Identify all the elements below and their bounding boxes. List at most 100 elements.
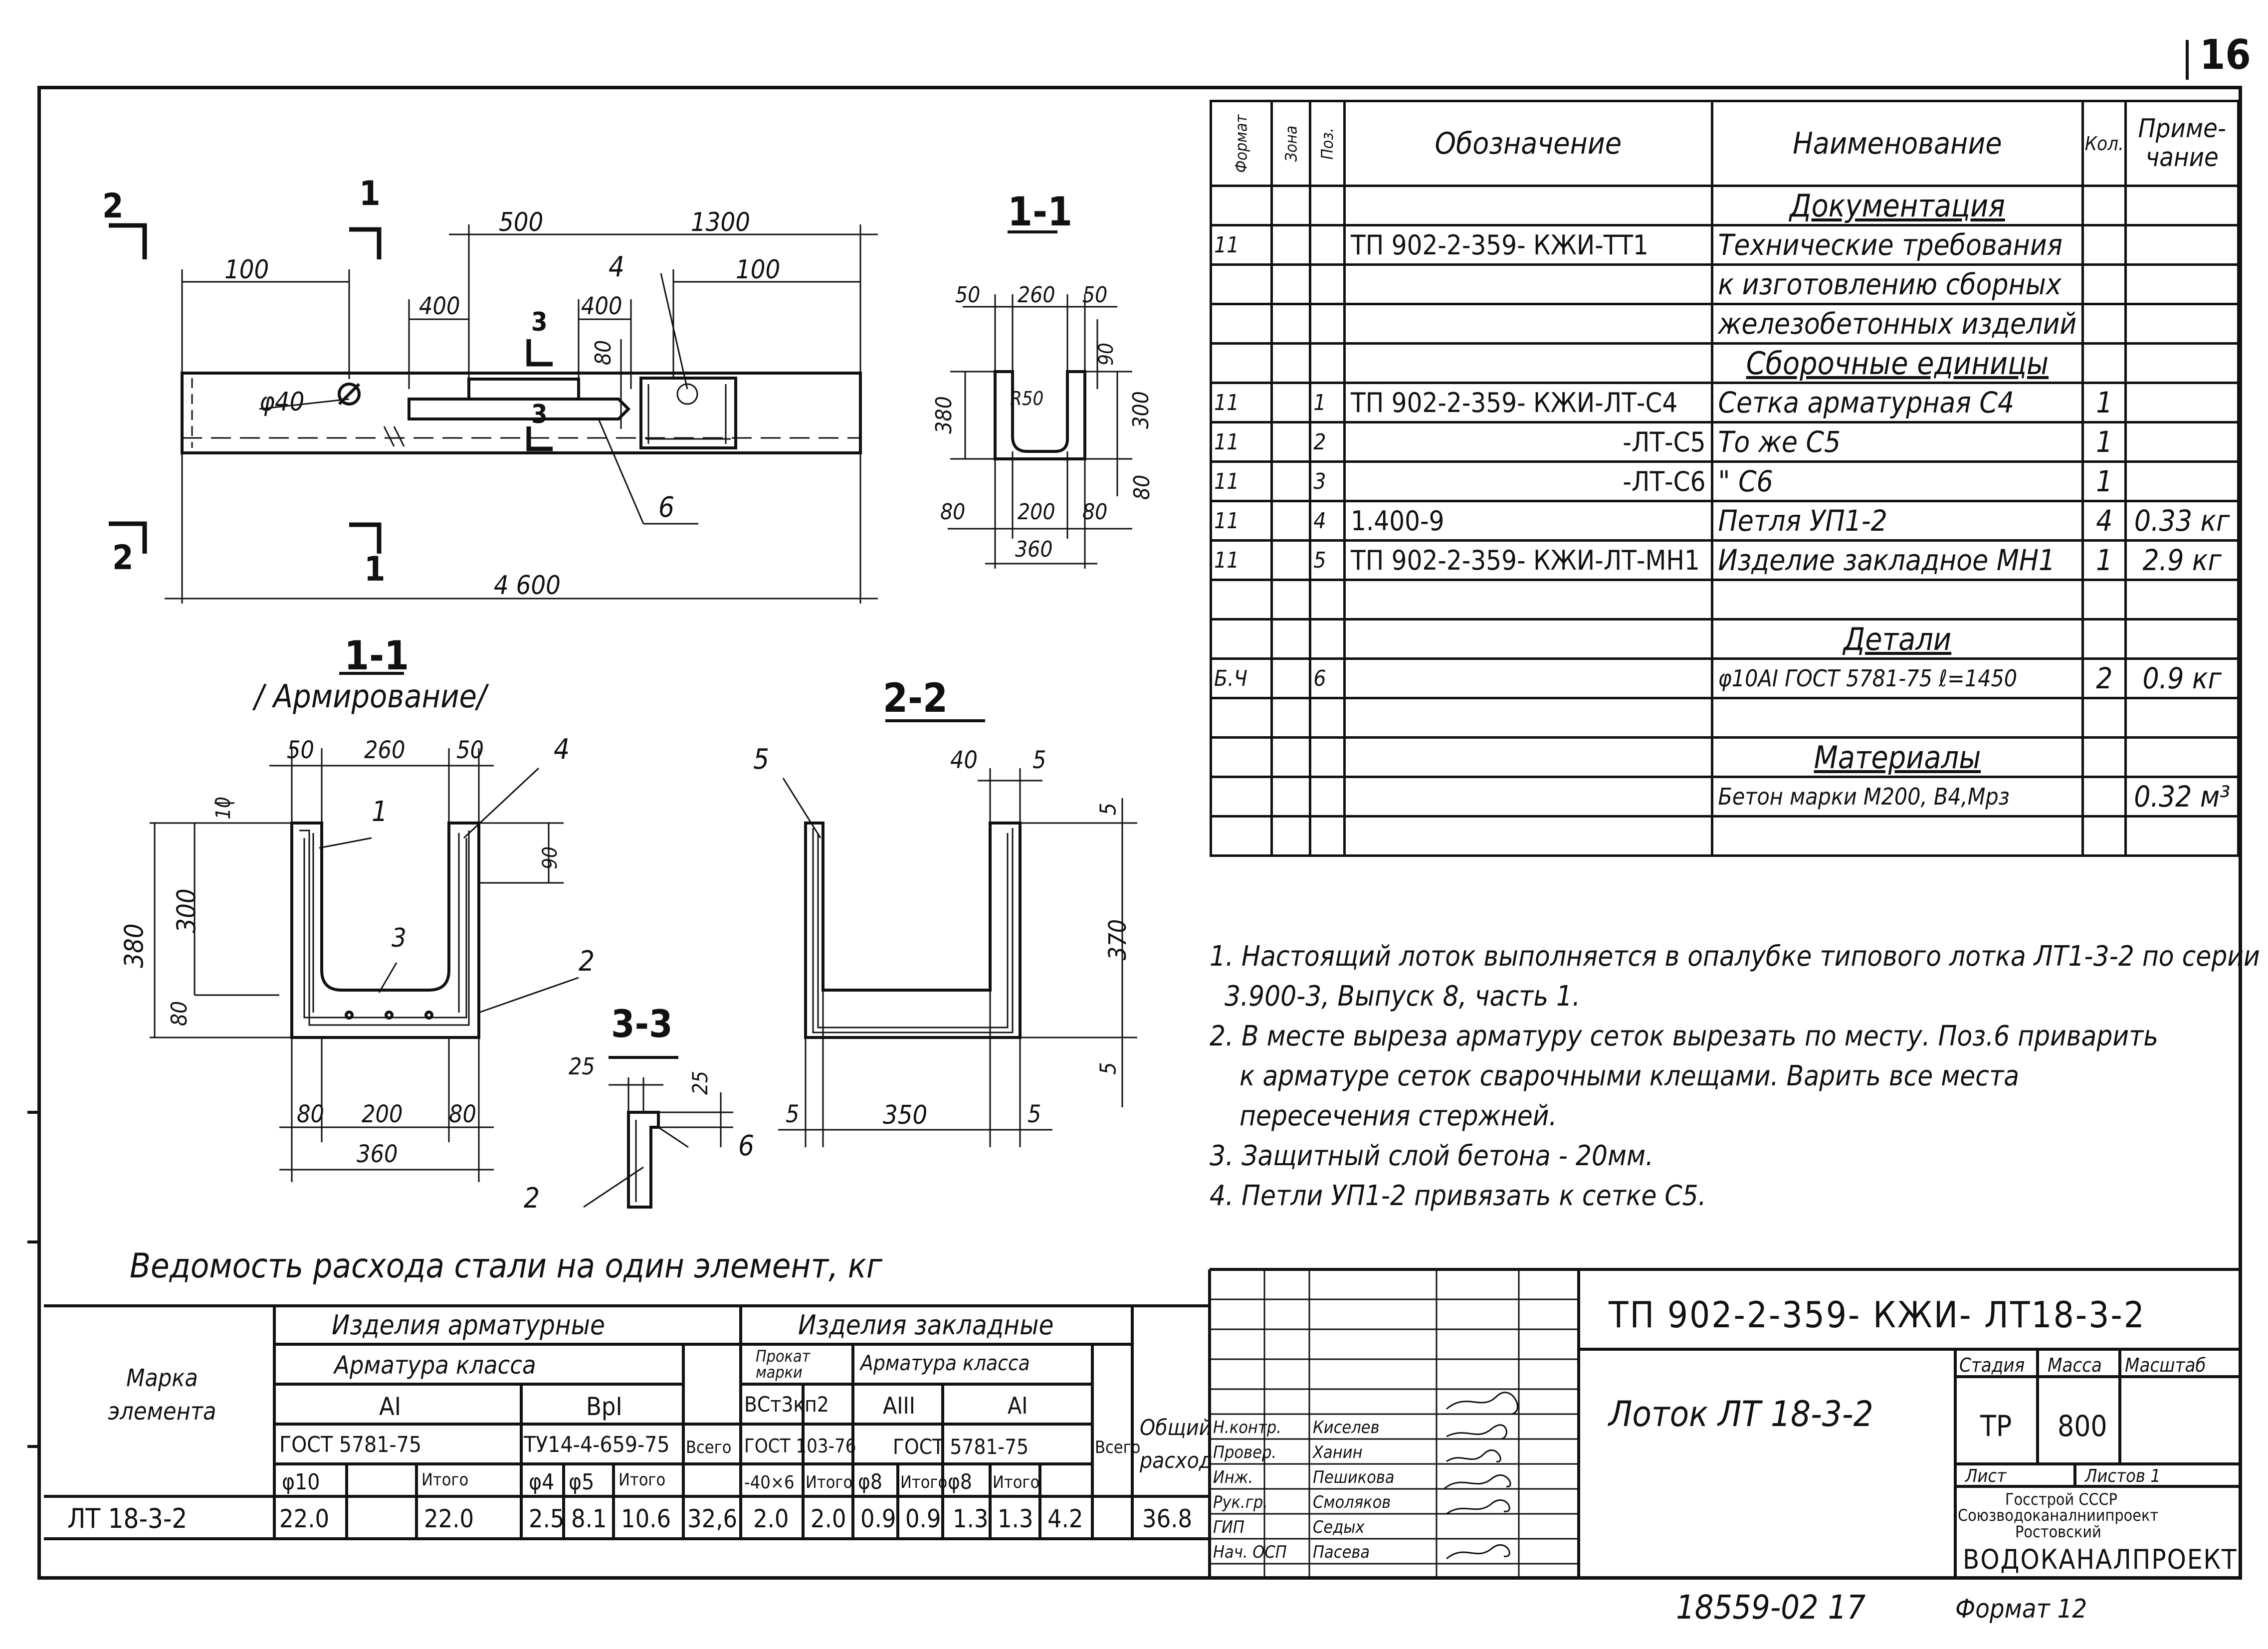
dim-400-right: 400 [581,292,622,320]
spec-cell-pos: 6 [1309,657,1346,699]
spec-cell-qty: 1 [2081,421,2127,463]
spec-cell-name: Сетка арматурная С4 [1710,382,2084,423]
sec11-dim-360: 360 [1015,537,1053,562]
arm-dim-80-left: 80 [297,1100,324,1128]
spec-cell-qty [2081,736,2127,778]
dim-400-left: 400 [419,292,460,320]
h-total-consumption: Общий расход [1140,1415,1213,1473]
spec-cell-format [1210,579,1273,620]
spec-cell-qty [2081,776,2127,818]
row-v1: 22.0 [279,1504,330,1533]
plan-view [109,223,878,604]
h-class-AI-embed: АI [1008,1392,1028,1419]
spec-cell-note: 2.9 кг [2124,539,2240,581]
section-3-3-geometry [583,1056,733,1209]
spec-cell-note: 0.33 кг [2124,500,2240,542]
signatures [1443,1392,1518,1560]
row-v5: 8.1 [571,1504,607,1533]
spec-cell-name: Бетон марки М200, В4,Мрз [1710,776,2084,818]
sec33-dim-25-horizontal: 25 [569,1053,595,1080]
spec-row [1210,579,2240,620]
title-block-product-name: Лоток ЛТ 18-3-2 [1609,1394,1873,1435]
title-block-sheet: Лист [1965,1466,2007,1486]
sec22-dim-5-right: 5 [1028,1100,1041,1128]
spec-cell-name: Материалы [1710,736,2084,778]
sec11-dim-200: 200 [1018,499,1055,525]
h-itogo-AIII: Итого [900,1472,948,1492]
header-format: Формат [1210,100,1273,187]
spec-cell-note [2124,460,2240,502]
spec-cell-pos [1309,815,1346,857]
note-line: к арматуре сеток сварочными клещами. Вар… [1239,1060,2020,1092]
spec-cell-designation [1343,697,1713,739]
role-label: Провер. [1213,1443,1277,1462]
spec-cell-designation [1343,579,1713,620]
spec-row [1210,697,2240,739]
phi40-label: φ40 [259,387,305,417]
spec-cell-note: 0.9 кг [2124,657,2240,699]
h-phi8-AI: φ8 [948,1469,972,1494]
spec-cell-note [2124,618,2240,660]
spec-cell-qty: 1 [2081,382,2127,423]
header-designation: Обозначение [1343,100,1713,187]
spec-cell-qty: 2 [2081,657,2127,699]
spec-cell-qty [2081,185,2127,226]
h-phi4: φ4 [529,1469,555,1495]
spec-cell-note [2124,697,2240,739]
spec-cell-name: То же С5 [1710,421,2084,463]
h-total-arm: Всего [686,1438,732,1457]
spec-section-row: Материалы [1210,736,2240,778]
spec-cell-designation [1343,263,1713,305]
h-arm-products: Изделия арматурные [332,1309,605,1341]
header-zone: Зона [1270,100,1312,187]
spec-cell-pos: 2 [1309,421,1346,463]
role-label: Рук.гр. [1213,1492,1268,1512]
spec-cell-note [2124,736,2240,778]
spec-cell-zone [1270,736,1312,778]
h-arm-class: Арматура класса [334,1351,536,1380]
h-phi8-AIII: φ8 [858,1469,882,1494]
arm-dim-260: 260 [364,736,406,764]
title-block-code: ТП 902-2-359- КЖИ- ЛТ18-3-2 [1609,1294,2146,1336]
role-label: Нач. ОСП [1213,1542,1287,1562]
h-vst3kp2: ВСт3кп2 [744,1392,829,1417]
spec-cell-zone [1270,263,1312,305]
arm-dim-80-right: 80 [449,1100,476,1128]
section-mark-2-top: 2 [102,187,124,226]
spec-row: железобетонных изделий [1210,303,2240,345]
dim-100-right: 100 [736,255,781,285]
role-person-name: Пешикова [1313,1467,1395,1487]
row-v13: 1.3 [998,1504,1033,1533]
title-block-scale-header: Масштаб [2125,1354,2206,1376]
section-2-2-title: 2-2 [883,675,948,721]
sec22-dim-40: 40 [950,746,978,774]
section-3-3-title: 3-3 [611,1002,673,1046]
title-block-org-1: Госстрой СССР [2005,1490,2118,1509]
header-qty: Кол. [2081,100,2127,187]
row-v6: 10.6 [621,1504,671,1533]
sec11-dim-80-right: 80 [1082,499,1108,525]
role-label: Инж. [1213,1467,1253,1487]
role-person-name: Седых [1313,1517,1365,1537]
h-arm-class-2: Арматура класса [860,1351,1030,1375]
sheet-format: Формат 12 [1955,1594,2087,1624]
spec-cell-designation: ТП 902-2-359- КЖИ-ЛТ-С4 [1343,382,1713,423]
row-v11: 0.9 [905,1504,941,1533]
spec-cell-format: 11 [1210,382,1273,423]
title-block-mass-header: Масса [2048,1354,2102,1376]
steel-table-title: Ведомость расхода стали на один элемент,… [130,1246,883,1286]
spec-cell-qty: 4 [2081,500,2127,542]
arm-position-3: 3 [392,923,407,953]
spec-section-row: Документация [1210,185,2240,226]
spec-cell-format [1210,736,1273,778]
spec-cell-qty: 1 [2081,539,2127,581]
spec-cell-zone [1270,815,1312,857]
spec-cell-designation: -ЛТ-С5 [1343,421,1713,463]
arm-position-1: 1 [372,796,388,828]
row-v14: 4.2 [1047,1504,1083,1533]
note-line: 3. Защитный слой бетона - 20мм. [1210,1140,1653,1172]
